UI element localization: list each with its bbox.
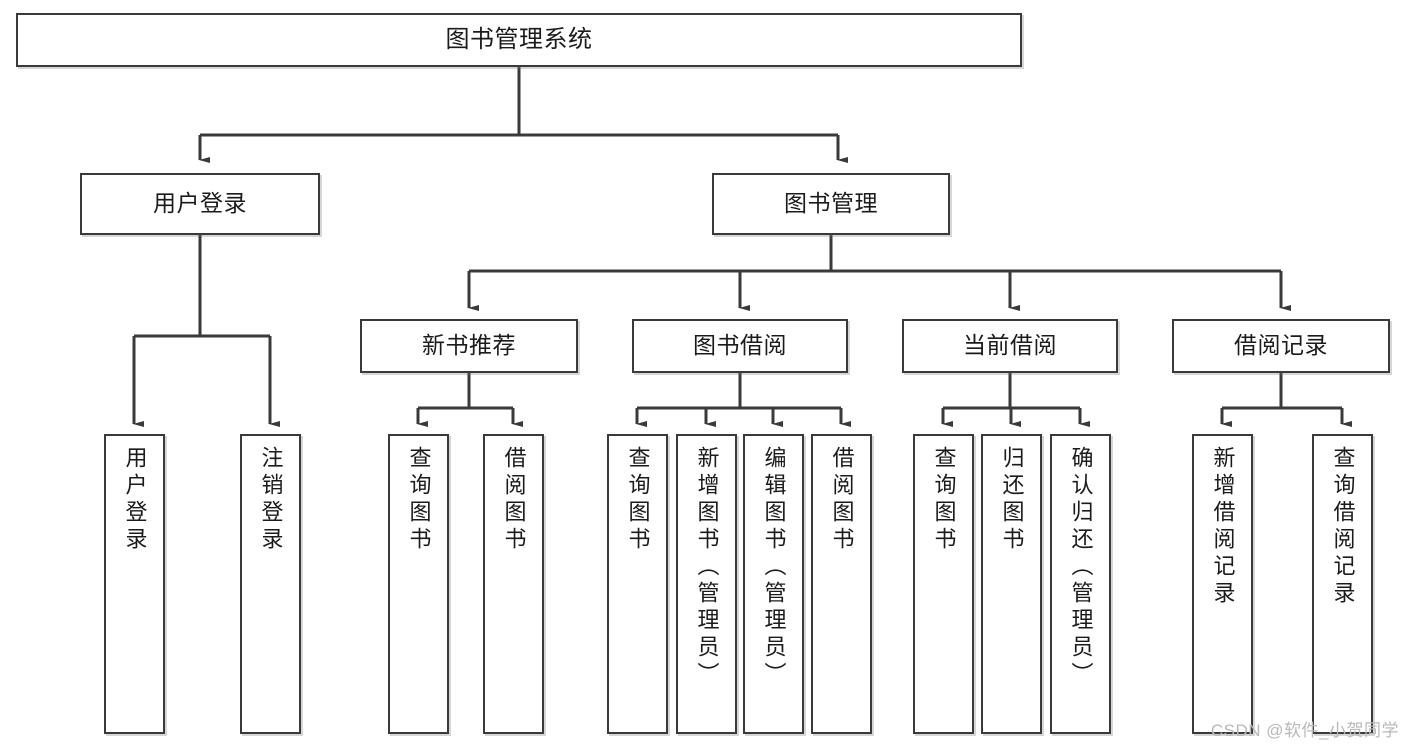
node-user-login[interactable]: 用户登录 (80, 173, 320, 235)
node-label: 查询图书 (406, 446, 432, 554)
node-book-borrow[interactable]: 图书借阅 (632, 319, 848, 373)
node-label: 新增借阅记录 (1210, 446, 1236, 608)
leaf-book-borrow-borrow[interactable]: 借阅图书 (811, 434, 872, 734)
leaf-book-borrow-edit[interactable]: 编辑图书（管理员） (743, 434, 804, 734)
node-borrow-record[interactable]: 借阅记录 (1172, 319, 1390, 373)
node-label: 查询图书 (625, 446, 651, 554)
leaf-user-login-login[interactable]: 用户登录 (104, 434, 165, 734)
node-label: 图书管理 (784, 190, 878, 217)
watermark: CSDN @软件_小贺同学 (1210, 721, 1399, 740)
leaf-current-borrow-confirm-return[interactable]: 确认归还（管理员） (1050, 434, 1111, 734)
leaf-borrow-record-add[interactable]: 新增借阅记录 (1192, 434, 1253, 734)
node-label: 图书管理系统 (445, 25, 593, 53)
node-new-book-recommend[interactable]: 新书推荐 (360, 319, 578, 373)
node-label: 借阅图书 (829, 446, 855, 554)
leaf-current-borrow-query[interactable]: 查询图书 (913, 434, 974, 734)
node-label: 查询借阅记录 (1330, 446, 1356, 608)
leaf-borrow-record-query[interactable]: 查询借阅记录 (1312, 434, 1373, 734)
node-label: 用户登录 (153, 190, 247, 217)
leaf-current-borrow-return[interactable]: 归还图书 (981, 434, 1042, 734)
node-label: 新书推荐 (422, 332, 516, 359)
node-label: 归还图书 (999, 446, 1025, 554)
node-label: 编辑图书（管理员） (761, 446, 787, 689)
leaf-new-book-query[interactable]: 查询图书 (388, 434, 449, 734)
node-label: 新增图书（管理员） (694, 446, 720, 689)
node-label: 确认归还（管理员） (1068, 446, 1094, 689)
node-book-management[interactable]: 图书管理 (712, 173, 950, 235)
node-label: 当前借阅 (963, 332, 1057, 359)
node-current-borrow[interactable]: 当前借阅 (902, 319, 1118, 373)
leaf-new-book-borrow[interactable]: 借阅图书 (483, 434, 544, 734)
node-label: 查询图书 (931, 446, 957, 554)
leaf-user-login-logout[interactable]: 注销登录 (240, 434, 301, 734)
node-label: 用户登录 (122, 446, 148, 554)
node-label: 注销登录 (258, 446, 284, 554)
node-label: 图书借阅 (693, 332, 787, 359)
node-label: 借阅记录 (1234, 332, 1328, 359)
node-root-book-management-system[interactable]: 图书管理系统 (16, 13, 1022, 67)
leaf-book-borrow-add[interactable]: 新增图书（管理员） (676, 434, 737, 734)
leaf-book-borrow-query[interactable]: 查询图书 (607, 434, 668, 734)
node-label: 借阅图书 (501, 446, 527, 554)
